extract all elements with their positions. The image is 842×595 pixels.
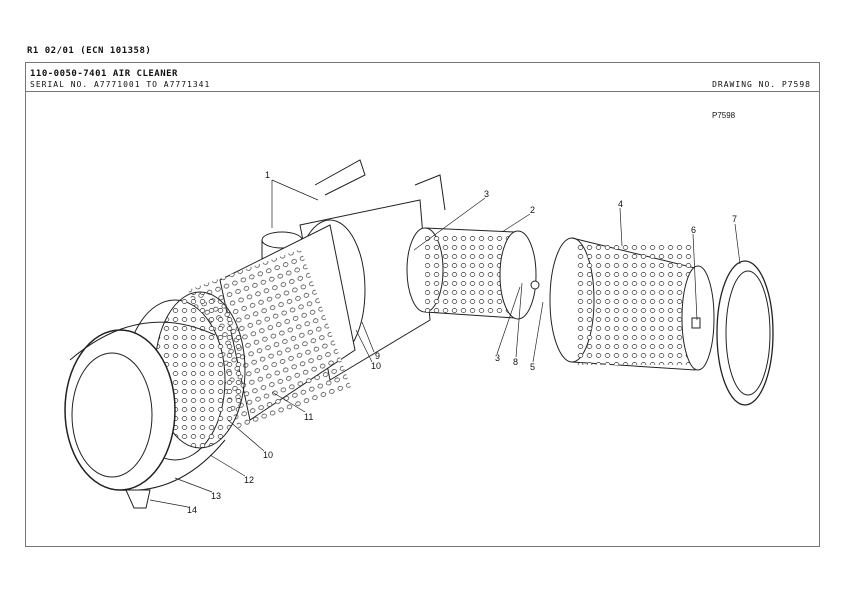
callout-labels: 1 2 3 3 4 5 6 7 8 9 10 10 11 12 13 14 [187, 170, 737, 515]
callout-7: 7 [732, 214, 737, 224]
end-cover [716, 260, 774, 406]
drawing-number: DRAWING NO. P7598 [712, 80, 811, 89]
outer-filter-element [549, 237, 715, 371]
callout-10b: 10 [263, 450, 273, 460]
callout-4: 4 [618, 199, 623, 209]
drawing-frame: 110-0050-7401 AIR CLEANER SERIAL NO. A77… [25, 62, 820, 547]
callout-9: 9 [375, 351, 380, 361]
callout-13: 13 [211, 491, 221, 501]
revision-label: R1 02/01 (ECN 101358) [27, 46, 152, 56]
callout-3b: 3 [495, 353, 500, 363]
callout-6: 6 [691, 225, 696, 235]
callout-12: 12 [244, 475, 254, 485]
callout-1: 1 [265, 170, 270, 180]
callout-8: 8 [513, 357, 518, 367]
callout-5: 5 [530, 362, 535, 372]
drawing-ref: P7598 [712, 111, 736, 120]
callout-11: 11 [304, 412, 313, 422]
leader-lines [149, 179, 741, 508]
assembly-title: 110-0050-7401 AIR CLEANER [30, 69, 178, 79]
callout-2: 2 [530, 205, 535, 215]
inner-filter-element [406, 227, 540, 320]
callout-3a: 3 [484, 189, 489, 199]
callout-14: 14 [187, 505, 197, 515]
serial-range: SERIAL NO. A7771001 TO A7771341 [30, 80, 211, 89]
title-block: 110-0050-7401 AIR CLEANER SERIAL NO. A77… [26, 63, 819, 92]
callout-10a: 10 [371, 361, 381, 371]
housing-body [64, 159, 446, 509]
